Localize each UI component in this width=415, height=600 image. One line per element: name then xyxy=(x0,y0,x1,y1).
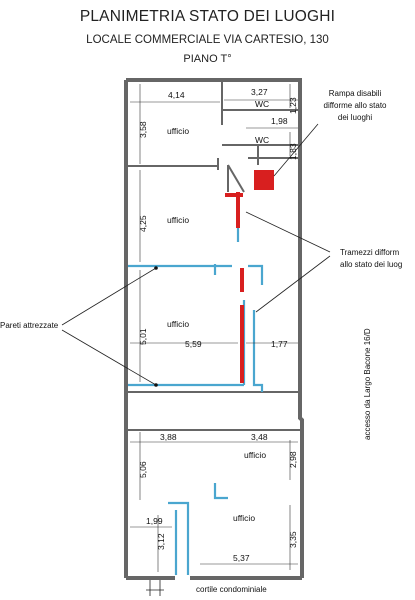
room-ufficio-3: ufficio xyxy=(167,319,189,329)
room-ufficio-1: ufficio xyxy=(167,126,189,136)
dim-5-06: 5,06 xyxy=(138,461,148,478)
tramezzo-red-1 xyxy=(236,192,240,228)
dim-1-77: 1,77 xyxy=(271,339,288,349)
dim-5-59: 5,59 xyxy=(185,339,202,349)
floor-label: PIANO T° xyxy=(183,53,232,65)
room-wc-2: WC xyxy=(255,135,269,145)
plan-subtitle: LOCALE COMMERCIALE VIA CARTESIO, 130 xyxy=(86,34,329,46)
note-accesso: accesso da Largo Bacone 16/D xyxy=(363,328,372,440)
dim-4-25: 4,25 xyxy=(138,215,148,232)
dim-3-58: 3,58 xyxy=(138,121,148,138)
room-ufficio-5: ufficio xyxy=(233,513,255,523)
tramezzo-red-3 xyxy=(240,268,244,292)
tramezzo-red-4 xyxy=(240,305,244,383)
note-rampa-line-1: Rampa disabili xyxy=(329,89,382,98)
dim-3-27: 3,27 xyxy=(251,87,268,97)
dimension-lines xyxy=(130,84,298,572)
dim-5-01: 5,01 xyxy=(138,328,148,345)
note-pareti-attrezzate: Pareti attrezzate xyxy=(0,321,59,330)
tramezzo-red-2 xyxy=(225,193,243,197)
dim-3-12: 3,12 xyxy=(156,533,166,550)
dim-2-98: 2,98 xyxy=(288,451,298,468)
rampa-disabili-marker xyxy=(254,170,274,190)
dim-1-99: 1,99 xyxy=(146,516,163,526)
dim-1-98: 1,98 xyxy=(271,116,288,126)
dim-5-37: 5,37 xyxy=(233,553,250,563)
dim-3-48: 3,48 xyxy=(251,432,268,442)
internal-partitions xyxy=(128,80,300,431)
note-leaders xyxy=(61,123,331,387)
dim-4-14: 4,14 xyxy=(168,90,185,100)
room-ufficio-4: ufficio xyxy=(244,450,266,460)
room-wc-1: WC xyxy=(255,99,269,109)
note-rampa-line-3: dei luoghi xyxy=(338,113,372,122)
note-rampa-line-2: difforme allo stato xyxy=(324,101,388,110)
difform-elements xyxy=(225,170,274,383)
room-ufficio-2: ufficio xyxy=(167,215,189,225)
note-tramezzi-line-1: Tramezzi difform xyxy=(340,248,399,257)
note-cortile: cortile condominiale xyxy=(196,585,267,594)
note-tramezzi-line-2: allo stato dei luog xyxy=(340,260,402,269)
dim-3-88: 3,88 xyxy=(160,432,177,442)
plan-title: PLANIMETRIA STATO DEI LUOGHI xyxy=(79,8,336,25)
outer-walls xyxy=(124,78,304,580)
dim-3-35: 3,35 xyxy=(288,531,298,548)
dim-1-23: 1,23 xyxy=(288,97,298,114)
entrance-symbol xyxy=(146,580,164,596)
dim-1-83: 1,83 xyxy=(288,143,298,160)
